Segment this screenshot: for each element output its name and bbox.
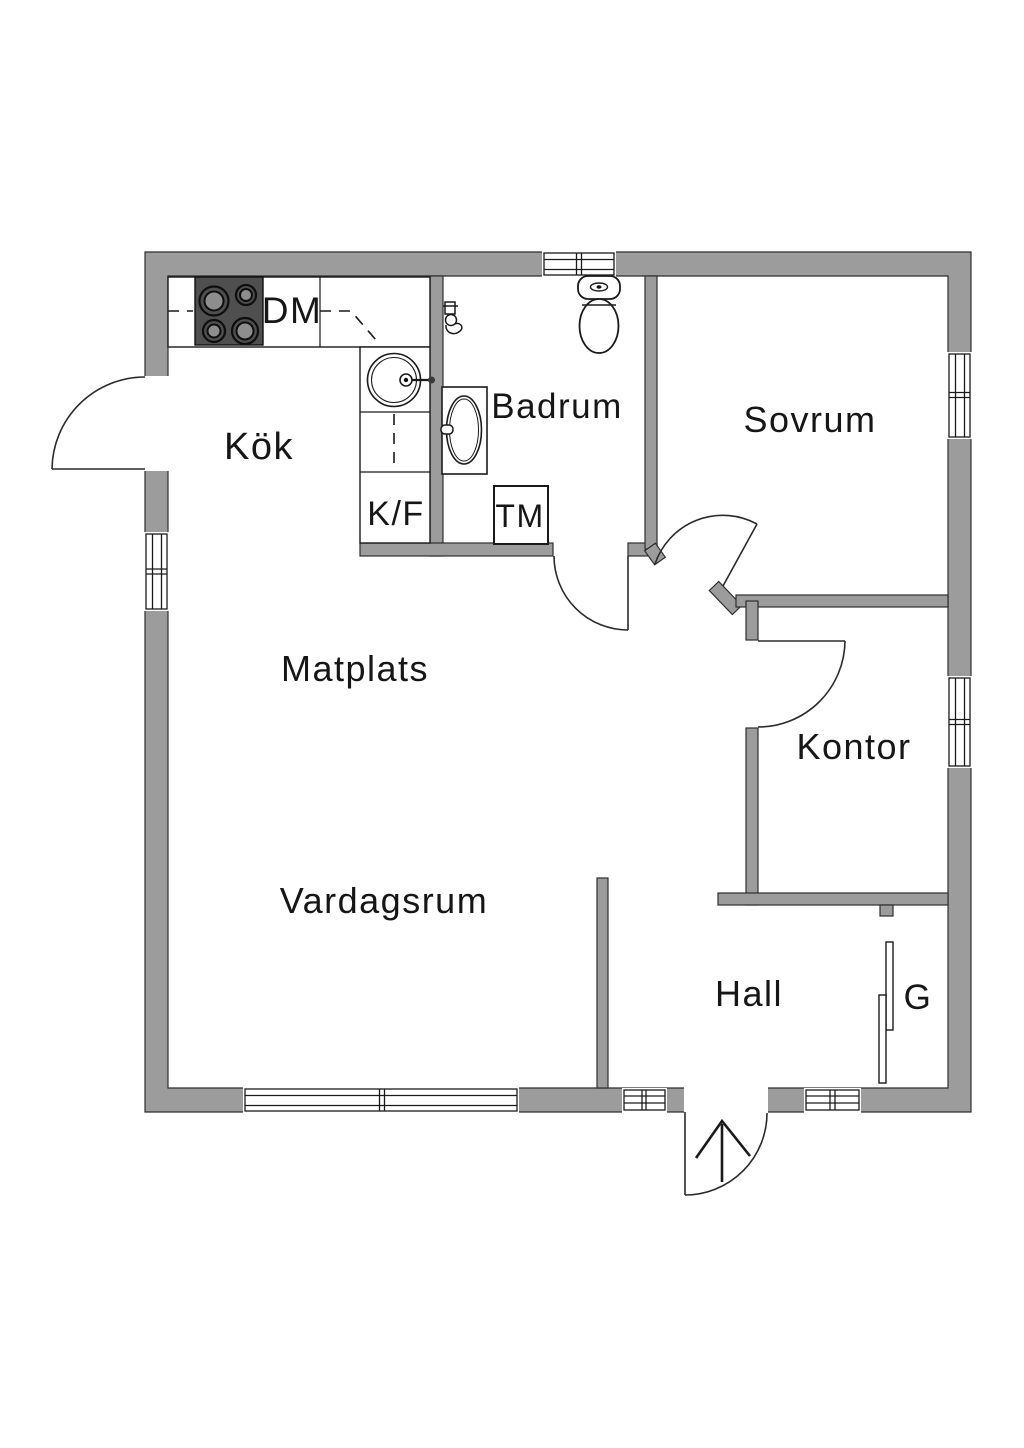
window-living xyxy=(243,1087,519,1113)
label-dishwasher: DM xyxy=(262,290,323,331)
label-fridge-freezer: K/F xyxy=(367,495,424,533)
windows xyxy=(144,251,972,1113)
wall-office-west-upper xyxy=(745,600,759,641)
label-wardrobe: G xyxy=(904,978,933,1017)
label-bathroom: Badrum xyxy=(491,387,623,426)
label-hall: Hall xyxy=(715,973,783,1014)
labels: Kök DM Badrum K/F TM Sovrum Matplats Kon… xyxy=(224,290,933,1017)
window-bathroom xyxy=(542,251,616,277)
door-entrance xyxy=(684,1112,768,1196)
wall-living-hall xyxy=(596,877,609,1089)
door-kitchen-exterior xyxy=(51,376,146,470)
entrance-opening xyxy=(684,1086,768,1113)
doors xyxy=(51,376,846,1196)
label-office: Kontor xyxy=(796,726,911,767)
wall-bathroom-south xyxy=(359,542,554,557)
wardrobe-doors-icon xyxy=(878,941,894,1084)
entrance-arrow-icon xyxy=(694,1118,752,1182)
door-office xyxy=(757,640,846,728)
label-bedroom: Sovrum xyxy=(743,399,876,440)
window-bedroom xyxy=(947,352,972,439)
label-washing-machine: TM xyxy=(495,498,544,534)
wall-openings xyxy=(144,376,768,1113)
door-bedroom xyxy=(654,514,758,587)
shower-mixer-icon xyxy=(443,301,463,335)
label-dining: Matplats xyxy=(281,648,429,689)
wall-office-west-lower xyxy=(745,727,759,906)
window-office xyxy=(947,676,972,768)
toilet-icon xyxy=(577,275,621,354)
washing-machine-icon xyxy=(493,485,549,545)
stove-icon xyxy=(194,276,264,346)
washbasin-icon xyxy=(440,386,488,475)
wall-office-hall xyxy=(717,892,949,906)
label-kitchen: Kök xyxy=(224,426,294,468)
window-hall-left xyxy=(622,1088,667,1113)
wall-kitchen-bathroom xyxy=(429,275,444,557)
label-living: Vardagsrum xyxy=(280,880,488,921)
kitchen-sink-icon xyxy=(366,352,435,408)
window-dining xyxy=(144,532,169,611)
wall-stub-diagonal-north xyxy=(643,542,667,566)
interior-walls xyxy=(359,275,949,1089)
window-hall-right xyxy=(804,1088,861,1113)
counter-dashed-corner xyxy=(320,310,377,341)
kitchen-door-opening xyxy=(144,376,169,471)
wall-wardrobe-stub xyxy=(879,904,894,917)
wall-bedroom-office xyxy=(735,594,949,608)
door-bathroom xyxy=(553,555,629,631)
wall-bathroom-bedroom xyxy=(644,275,658,550)
exterior-wall xyxy=(144,251,972,1113)
